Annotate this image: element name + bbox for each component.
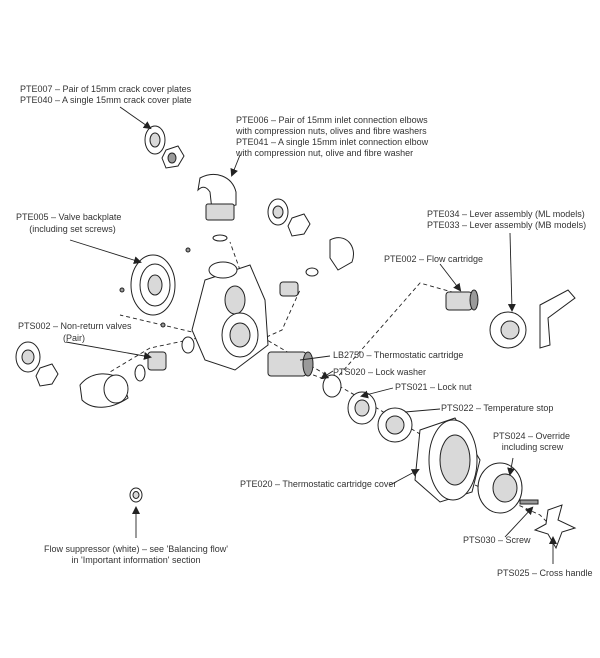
label-pte005-line1: PTE005 – Valve backplate [16,212,122,222]
flow-cartridge-part [445,289,479,311]
label-flow-suppressor-line2: in 'Important information' section [71,555,201,565]
override-part [477,462,539,514]
label-pte041-line2: with compression nut, olive and fibre wa… [236,148,414,158]
lever-assembly-part [489,289,576,349]
label-pte006-line1: PTE006 – Pair of 15mm inlet connection e… [236,115,428,125]
valve-body [181,261,269,371]
label-pts030: PTS030 – Screw [463,535,531,545]
label-flow-suppressor-line1: Flow suppressor (white) – see 'Balancing… [43,544,229,554]
label-pts022: PTS022 – Temperature stop [441,403,554,413]
label-pte005-line2: (including set screws) [29,224,116,234]
label-lb2750: LB2750 – Thermostatic cartridge [333,350,464,360]
label-pte040: PTE040 – A single 15mm crack cover plate [20,95,192,105]
label-pte041-line1: PTE041 – A single 15mm inlet connection … [236,137,429,147]
label-pte006-line2: with compression nuts, olives and fibre … [236,126,427,136]
label-pte007: PTE007 – Pair of 15mm crack cover plates [20,84,192,94]
thermostatic-cartridge-part [267,351,413,443]
inlet-elbow-part [197,174,237,242]
label-pte002: PTE002 – Flow cartridge [384,254,484,264]
cross-handle-part [533,504,577,550]
label-pts024-line1: PTS024 – Override [493,431,571,441]
valve-backplate-part [119,247,191,328]
thermostatic-cartridge-cover-part [414,417,481,503]
label-pte033: PTE033 – Lever assembly (MB models) [427,220,587,230]
label-pts021: PTS021 – Lock nut [395,382,472,392]
label-pts002-line2: (Pair) [63,333,85,343]
label-pts024-line2: including screw [501,442,564,452]
right-elbow-part [267,198,354,297]
label-pte020: PTE020 – Thermostatic cartridge cover [240,479,397,489]
label-pts025: PTS025 – Cross handle [497,568,593,578]
flow-suppressor-part [129,487,143,503]
label-pte034: PTE034 – Lever assembly (ML models) [427,209,585,219]
left-elbow-part [15,341,167,408]
leader-lines [65,106,557,564]
crack-cover-plate-part [144,125,185,169]
label-pts002-line1: PTS002 – Non-return valves [18,321,132,331]
label-pts020: PTS020 – Lock washer [333,367,427,377]
